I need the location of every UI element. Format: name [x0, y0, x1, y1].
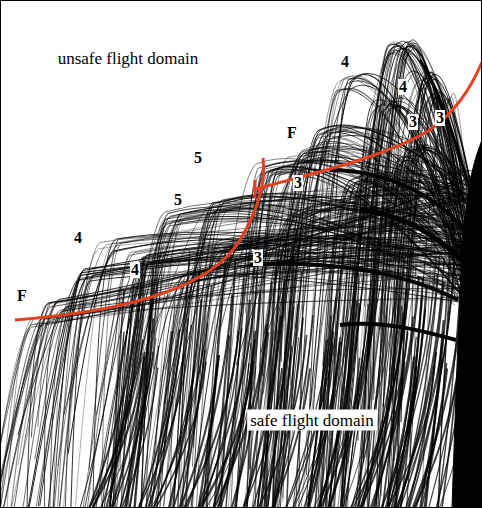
- willow-strand: [273, 130, 472, 508]
- callout-number: 4: [130, 262, 140, 278]
- willow-strand: [273, 282, 285, 508]
- willow-strand: [147, 355, 184, 508]
- willow-strand: [264, 207, 465, 508]
- willow-strand: [323, 272, 348, 508]
- willow-strand: [48, 225, 463, 508]
- callout-number: 4: [340, 54, 350, 70]
- willow-strand: [174, 253, 456, 508]
- willow-strand: [308, 355, 325, 508]
- main-branch: [330, 170, 465, 230]
- willow-strand: [358, 145, 471, 508]
- callout-number: 4: [73, 230, 83, 246]
- willow-strand: [414, 368, 447, 508]
- region-label: unsafe flight domain: [55, 48, 202, 69]
- willow-strand: [137, 329, 179, 508]
- callout-number: 3: [293, 175, 303, 191]
- willow-strand: [207, 236, 467, 508]
- willow-strand: [396, 258, 444, 508]
- willow-trunk: [250, 60, 482, 508]
- boundary-tick: [254, 180, 257, 198]
- willow-strand: [325, 170, 474, 508]
- willow-strand: [0, 191, 469, 508]
- willow-strand: [284, 259, 340, 508]
- willow-strand: [318, 301, 358, 508]
- callout-number: 3: [435, 110, 445, 126]
- willow-strand: [370, 276, 419, 508]
- willow-strand: [91, 305, 144, 508]
- flight-boundary: [15, 158, 264, 320]
- willow-strand: [203, 245, 466, 508]
- willow-strand: [267, 300, 290, 508]
- flight-boundary: [253, 62, 482, 190]
- willow-strands: [0, 40, 475, 508]
- willow-strand: [198, 273, 258, 508]
- main-branch: [340, 324, 456, 340]
- callout-number: 5: [193, 150, 203, 166]
- willow-strand: [145, 271, 472, 508]
- willow-strand: [274, 217, 461, 508]
- willow-strand: [0, 190, 472, 508]
- main-branch: [420, 60, 470, 190]
- willow-strand: [157, 273, 470, 508]
- willow-strand: [372, 330, 408, 508]
- willow-strand: [285, 293, 340, 508]
- willow-strand: [53, 181, 469, 508]
- willow-strand: [125, 357, 145, 508]
- main-branch: [360, 210, 462, 260]
- callout-number: 3: [408, 114, 418, 130]
- willow-strand: [360, 259, 404, 508]
- willow-strand: [59, 197, 473, 508]
- willow-strand: [345, 160, 462, 508]
- boundary-letter: F: [16, 288, 28, 304]
- willow-strand: [179, 323, 208, 508]
- willow-strand: [380, 256, 437, 508]
- willow-strand: [359, 306, 402, 508]
- willow-strand: [149, 261, 463, 508]
- boundary-letter: F: [286, 125, 298, 141]
- willow-strand: [50, 234, 461, 508]
- willow-strand: [109, 207, 467, 508]
- willow-strand: [190, 198, 471, 508]
- region-label: safe flight domain: [247, 410, 377, 431]
- willow-strand: [171, 250, 468, 508]
- willow-strand: [0, 248, 455, 508]
- willow-strand: [7, 224, 472, 508]
- willow-strand: [152, 286, 211, 508]
- main-branch: [250, 264, 458, 300]
- willow-strand: [53, 247, 463, 508]
- willow-strand: [346, 157, 471, 508]
- callout-number: 4: [398, 79, 408, 95]
- callout-number: 5: [173, 192, 183, 208]
- willow-strand: [163, 227, 462, 508]
- callout-number: 3: [253, 250, 263, 266]
- trunk: [452, 140, 482, 508]
- willow-strand: [79, 287, 121, 508]
- willow-strand: [119, 279, 158, 508]
